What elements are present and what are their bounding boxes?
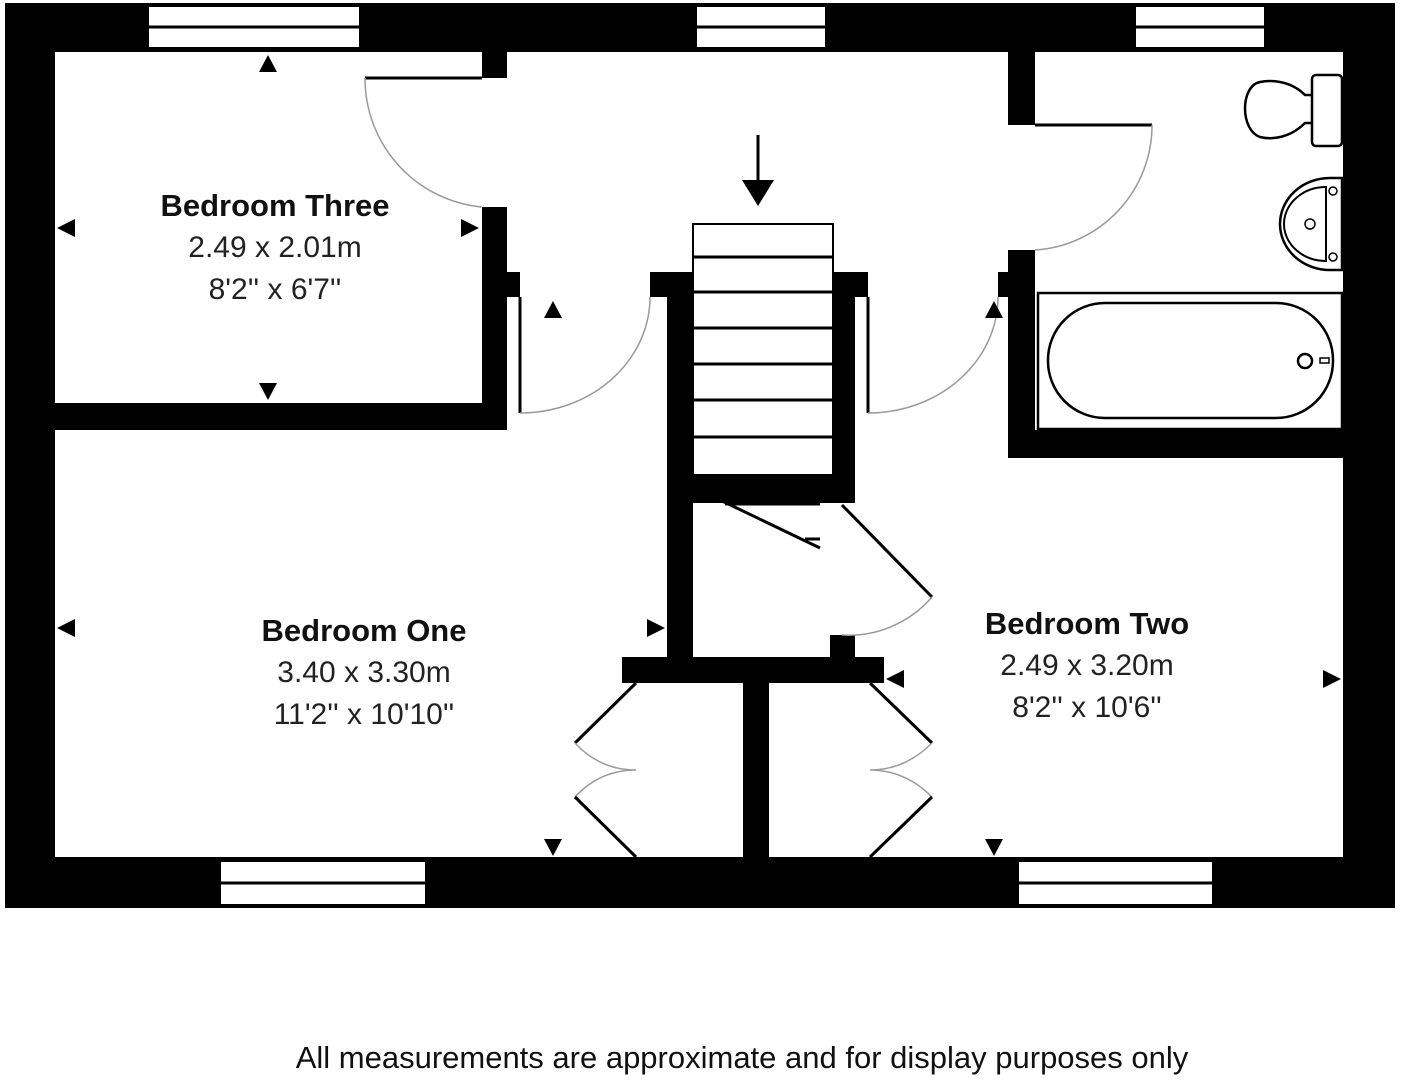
room-metric: 2.49 x 3.20m (1000, 649, 1173, 682)
marker-right-icon (647, 619, 665, 637)
window-top-right (1134, 5, 1266, 49)
window-bottom-left (219, 860, 427, 906)
room-imperial: 8'2'' x 6'7'' (209, 273, 342, 306)
room-name: Bedroom Three (160, 188, 389, 223)
marker-down-icon (985, 839, 1003, 856)
disclaimer-text: All measurements are approximate and for… (296, 1040, 1189, 1075)
room-label-bedroom-three: Bedroom Three 2.49 x 2.01m 8'2'' x 6'7'' (160, 188, 389, 306)
interior-walls (55, 52, 1343, 857)
room-name: Bedroom One (262, 613, 467, 648)
marker-down-icon (259, 383, 277, 400)
room-imperial: 8'2'' x 10'6'' (1012, 691, 1161, 724)
door-bedroom-one (518, 296, 651, 414)
marker-up-icon (544, 301, 562, 318)
toilet-icon (1243, 73, 1344, 148)
marker-left-icon (57, 219, 75, 237)
marker-right-icon (1323, 670, 1341, 688)
marker-right-icon (461, 219, 479, 237)
room-name: Bedroom Two (985, 606, 1189, 641)
marker-left-icon (57, 619, 75, 637)
stair-direction-arrow-icon (742, 135, 774, 206)
windows (147, 5, 1266, 906)
marker-up-icon (259, 55, 277, 72)
marker-left-icon (886, 670, 904, 688)
bath-icon (1036, 291, 1344, 431)
window-top-middle (695, 5, 827, 49)
marker-down-icon (544, 839, 562, 856)
wardrobe-doors-right (868, 681, 934, 859)
basin-icon (1278, 176, 1344, 272)
door-cupboard (840, 503, 934, 636)
wardrobe-doors-left (573, 681, 638, 859)
room-label-bedroom-one: Bedroom One 3.40 x 3.30m 11'2'' x 10'10'… (262, 613, 467, 731)
marker-up-icon (985, 301, 1003, 318)
room-imperial: 11'2'' x 10'10'' (274, 698, 455, 731)
room-metric: 2.49 x 2.01m (188, 231, 361, 264)
measurement-markers (57, 55, 1341, 856)
room-label-bedroom-two: Bedroom Two 2.49 x 3.20m 8'2'' x 10'6'' (985, 606, 1189, 724)
door-bedroom-three (364, 76, 483, 208)
window-bottom-right (1017, 860, 1214, 906)
door-bathroom (1034, 123, 1153, 251)
window-top-left (147, 5, 361, 49)
door-bedroom-two (866, 296, 999, 414)
doors (364, 76, 1153, 859)
cupboard-shelf (719, 498, 821, 550)
staircase (692, 223, 834, 476)
room-metric: 3.40 x 3.30m (277, 656, 450, 689)
